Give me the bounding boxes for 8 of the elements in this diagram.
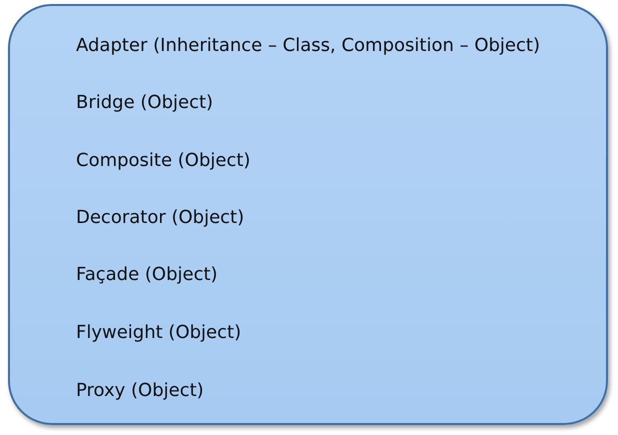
list-item-text: Flyweight (Object) xyxy=(76,322,242,344)
list-item-text: Bridge (Object) xyxy=(76,92,214,114)
list-item-text: Façade (Object) xyxy=(76,264,218,286)
rounded-panel xyxy=(8,4,608,425)
list-item-text: Proxy (Object) xyxy=(76,380,204,402)
list-item-text: Adapter (Inheritance – Class, Composition – Object) xyxy=(76,35,540,57)
list-item-text: Composite (Object) xyxy=(76,150,250,172)
list-item-text: Decorator (Object) xyxy=(76,207,244,229)
